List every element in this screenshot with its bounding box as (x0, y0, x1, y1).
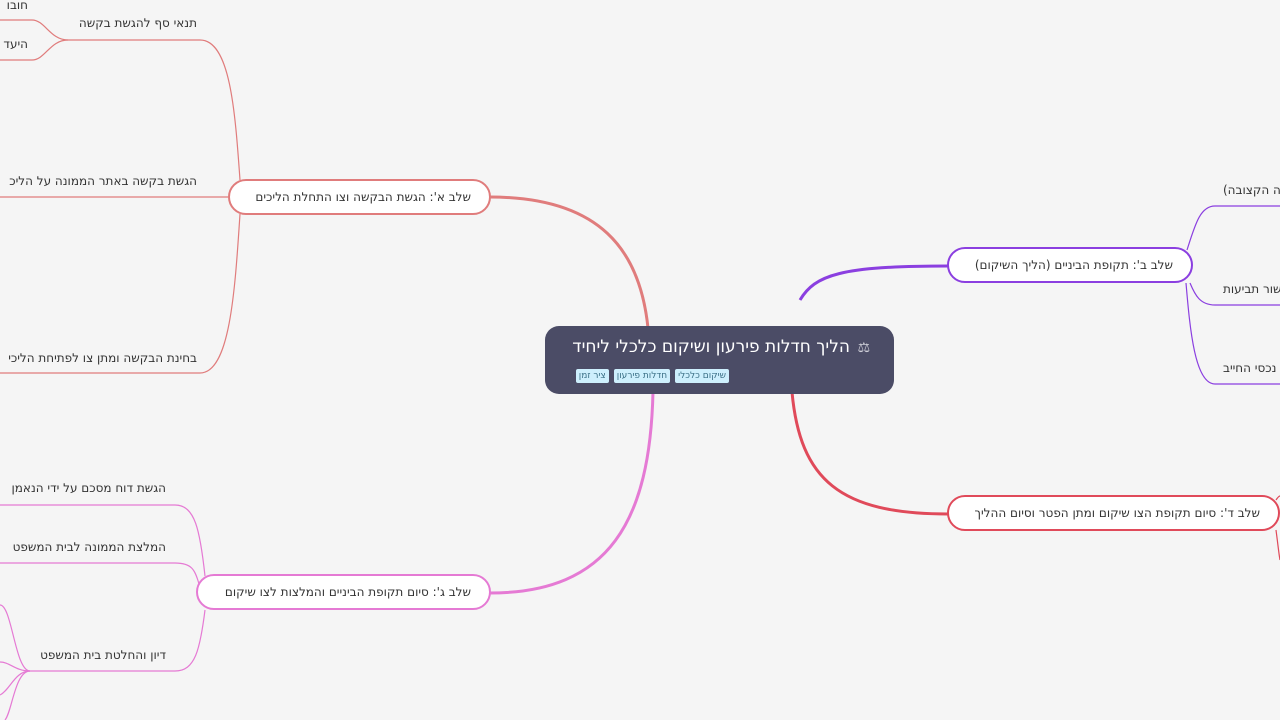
branch-label: שלב ג': סיום תקופת הביניים והמלצות לצו ש… (224, 585, 471, 599)
leaf-b-1[interactable]: ה הקצובה) (1223, 183, 1280, 197)
central-topic-title: הליך חדלות פירעון ושיקום כלכלי ליחיד (572, 337, 850, 357)
tag[interactable]: שיקום כלכלי (675, 369, 729, 383)
connector-center-branch-d (790, 391, 949, 516)
leaf-c-report[interactable]: הגשת דוח מסכם על ידי הנאמן (11, 481, 167, 495)
leaf-a-submit[interactable]: הגשת בקשה באתר הממונה על הליכ (9, 174, 197, 188)
leaf-b-3[interactable]: נכסי החייב (1223, 361, 1277, 375)
connector-c-decision (30, 609, 206, 672)
leaf-c-decision[interactable]: דיון והחלטת בית המשפט (40, 648, 166, 662)
connector-b-2 (1189, 282, 1280, 306)
connector-d-1 (1275, 495, 1280, 501)
branch-stage-c[interactable]: שלב ג': סיום תקופת הביניים והמלצות לצו ש… (196, 574, 491, 610)
tag-list: שיקום כלכלי חדלות פירעון ציר זמן (575, 369, 729, 383)
connector-a-review (0, 213, 241, 374)
connector-d-2 (1275, 529, 1280, 561)
connector-a-debts (0, 19, 69, 41)
branch-label: שלב ד': סיום תקופת הצו שיקום ומתן הפטר ו… (974, 506, 1260, 520)
leaf-a-target[interactable]: היעד (3, 37, 28, 51)
tag[interactable]: חדלות פירעון (613, 369, 671, 383)
connector-center-branch-c (489, 391, 655, 595)
branch-label: שלב ב': תקופת הביניים (הליך השיקום) (974, 258, 1173, 272)
leaf-c-recommend[interactable]: המלצת הממונה לבית המשפט (12, 540, 166, 554)
connector-c-decision-sub2 (0, 661, 31, 672)
branch-stage-b[interactable]: שלב ב': תקופת הביניים (הליך השיקום) (947, 247, 1193, 283)
connector-a-condition (68, 39, 241, 181)
branch-stage-a[interactable]: שלב א': הגשת הבקשה וצו התחלת הליכים (228, 179, 491, 215)
connector-c-decision-sub4 (4, 670, 31, 720)
connector-c-decision-sub1 (0, 604, 31, 672)
connector-b-3 (1185, 282, 1280, 385)
leaf-a-review[interactable]: בחינת הבקשה ומתן צו לפתיחת הליכי (8, 351, 197, 365)
connector-center-branch-b (798, 264, 949, 301)
connector-c-report (0, 504, 206, 577)
connector-a-target (0, 39, 69, 61)
branch-label: שלב א': הגשת הבקשה וצו התחלת הליכים (255, 190, 471, 204)
branch-stage-d[interactable]: שלב ד': סיום תקופת הצו שיקום ומתן הפטר ו… (947, 495, 1280, 531)
connector-center-branch-a (489, 195, 650, 329)
central-topic[interactable]: ⚖ הליך חדלות פירעון ושיקום כלכלי ליחיד ש… (545, 326, 894, 394)
tag[interactable]: ציר זמן (575, 369, 609, 383)
leaf-a-debts[interactable]: חובו (6, 0, 28, 12)
connector-b-1 (1186, 205, 1280, 251)
leaf-b-2[interactable]: שור תביעות (1223, 282, 1280, 296)
scales-icon: ⚖ (857, 340, 870, 356)
leaf-a-conditions[interactable]: תנאי סף להגשת בקשה (78, 16, 197, 30)
connector-c-recommend (0, 562, 200, 585)
